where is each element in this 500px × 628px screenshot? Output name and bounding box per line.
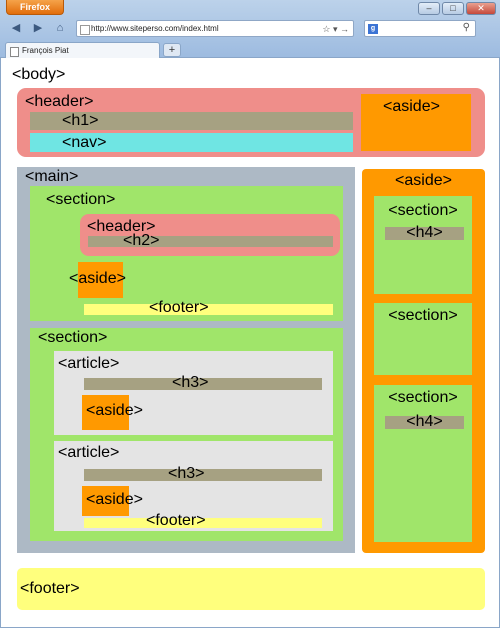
aside-section-label-2: <section>: [388, 307, 458, 324]
footer-label: <footer>: [20, 580, 80, 597]
body-label: <body>: [12, 66, 66, 83]
h4-box-1: <h4>: [385, 224, 464, 241]
aside-section-2: <section>: [374, 303, 472, 375]
section-label-2: <section>: [38, 329, 108, 346]
h2-label: <h2>: [123, 232, 160, 249]
article-box-1: <article> <h3> <aside>: [54, 351, 333, 435]
header-aside-box: <aside>: [361, 94, 471, 151]
main-section-1: <section> <header> <h2> <aside> <footer>: [30, 186, 343, 321]
article-footer-label: <footer>: [146, 512, 206, 529]
section-header-label: <header>: [87, 218, 156, 235]
new-tab-button[interactable]: +: [163, 43, 181, 57]
article-aside-label: <aside>: [86, 402, 143, 419]
aside-section-label-1: <section>: [388, 202, 458, 219]
section-footer-box: <footer>: [84, 299, 333, 316]
url-bar[interactable]: http://www.siteperso.com/index.html ☆ ▾ …: [76, 20, 354, 37]
nav-box: <nav>: [30, 133, 353, 152]
article-box-2: <article> <h3> <aside> <footer>: [54, 441, 333, 531]
aside-column: <aside> <section> <h4> <section> <sectio…: [362, 169, 485, 553]
h3-box-2: <h3>: [84, 465, 322, 482]
article-label: <article>: [58, 355, 120, 372]
article-label-2: <article>: [58, 444, 120, 461]
header-label: <header>: [25, 93, 94, 110]
main-box: <main> <section> <header> <h2> <aside> <…: [17, 167, 355, 553]
close-icon[interactable]: ✕: [466, 2, 496, 15]
h3-box: <h3>: [84, 374, 322, 391]
go-icon[interactable]: ☆ ▾ →: [322, 24, 349, 34]
url-text: http://www.siteperso.com/index.html: [91, 24, 219, 33]
h3-label-2: <h3>: [168, 465, 205, 482]
browser-chrome: Firefox – □ ✕ ◀ ▶ ⌂ http://www.siteperso…: [0, 0, 500, 58]
article-footer-box: <footer>: [84, 512, 322, 529]
aside-section-3: <section> <h4>: [374, 385, 472, 542]
footer-box: <footer>: [17, 568, 485, 610]
section-aside-box: <aside>: [69, 262, 126, 298]
h4-label-1: <h4>: [406, 224, 443, 241]
article-aside-box: <aside>: [82, 395, 143, 430]
nav-label: <nav>: [62, 134, 107, 151]
aside-section-1: <section> <h4>: [374, 196, 472, 294]
tab-title: François Piat: [22, 46, 69, 55]
search-icon[interactable]: ⚲: [462, 22, 470, 33]
page-icon: [10, 47, 19, 57]
aside-section-label-3: <section>: [388, 389, 458, 406]
back-icon[interactable]: ◀: [11, 22, 21, 34]
minimize-icon[interactable]: –: [418, 2, 440, 15]
article-aside-box-2: <aside>: [82, 486, 143, 516]
main-label: <main>: [25, 168, 79, 185]
tab-active[interactable]: François Piat: [5, 42, 160, 58]
article-aside-label-2: <aside>: [86, 491, 143, 508]
h4-label-2: <h4>: [406, 413, 443, 430]
aside-label: <aside>: [395, 172, 452, 189]
h2-box: <h2>: [88, 232, 333, 249]
search-input[interactable]: g ⚲: [364, 20, 476, 37]
h1-box: <h1>: [30, 112, 353, 130]
section-aside-label: <aside>: [69, 270, 126, 287]
maximize-icon[interactable]: □: [442, 2, 464, 15]
header-aside-label: <aside>: [383, 98, 440, 115]
firefox-menu-button[interactable]: Firefox: [6, 0, 64, 15]
tab-bar: François Piat +: [0, 41, 500, 58]
h1-label: <h1>: [62, 112, 99, 129]
navigation-toolbar: ◀ ▶ ⌂ http://www.siteperso.com/index.htm…: [0, 17, 500, 41]
h4-box-2: <h4>: [385, 413, 464, 430]
section-header-box: <header> <h2>: [80, 214, 340, 256]
h3-label: <h3>: [172, 374, 209, 391]
header-box: <header> <h1> <nav> <aside>: [17, 88, 485, 157]
section-label: <section>: [46, 191, 116, 208]
google-icon[interactable]: g: [368, 24, 378, 34]
section-footer-label: <footer>: [149, 299, 209, 316]
main-section-2: <section> <article> <h3> <aside> <articl…: [30, 328, 343, 541]
page-favicon-icon: [80, 25, 90, 35]
forward-icon[interactable]: ▶: [33, 22, 43, 34]
home-icon[interactable]: ⌂: [56, 22, 64, 34]
